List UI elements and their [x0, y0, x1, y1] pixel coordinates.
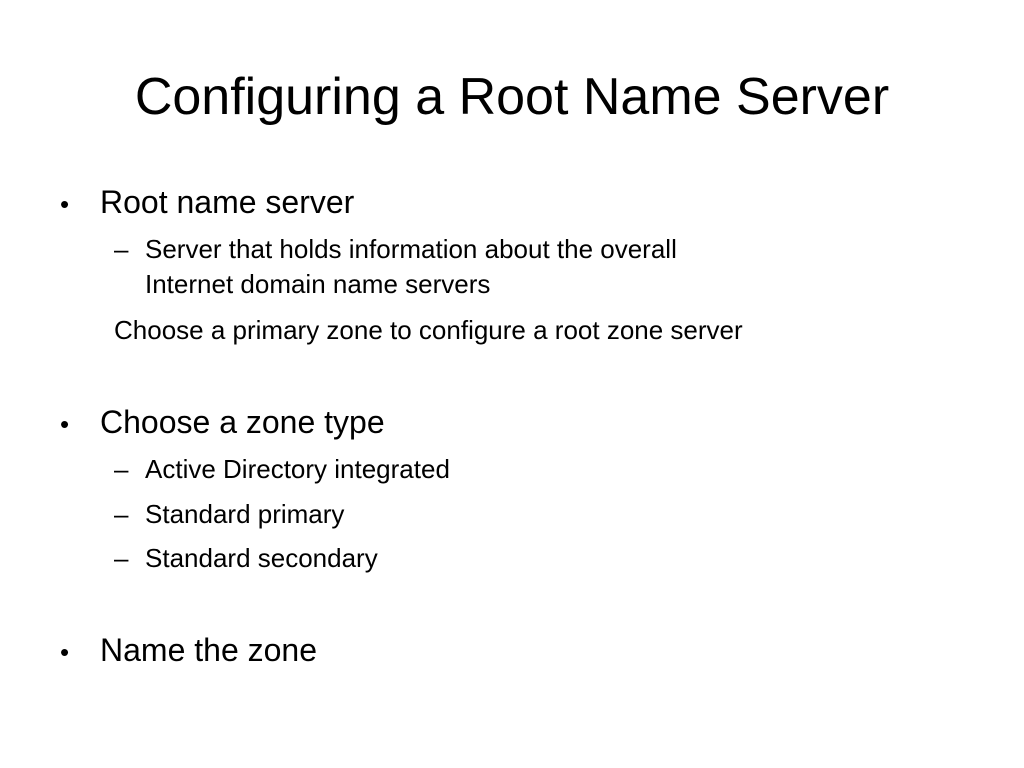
sub-item-standard-primary: –Standard primary: [114, 497, 344, 531]
sub-text: Server that holds information about the …: [145, 234, 677, 264]
bullet-name-the-zone: • Name the zone: [60, 630, 317, 672]
bullet-dot: •: [60, 189, 70, 219]
bullet-text: Name the zone: [100, 632, 318, 668]
sub-text: Standard primary: [145, 499, 345, 529]
sub-item-server-info: –Server that holds information about the…: [114, 232, 677, 266]
bullet-dot: •: [60, 637, 70, 667]
note-primary-zone: Choose a primary zone to configure a roo…: [114, 315, 743, 345]
sub-dash: –: [114, 454, 129, 484]
sub-text: Active Directory integrated: [145, 454, 450, 484]
bullet-root-name-server: • Root name server: [60, 182, 354, 224]
sub-item-server-info-continued: Internet domain name servers: [145, 269, 491, 299]
sub-item-standard-secondary: –Standard secondary: [114, 541, 378, 575]
slide-title: Configuring a Root Name Server: [134, 68, 890, 126]
sub-dash: –: [114, 499, 129, 529]
sub-dash: –: [114, 234, 129, 264]
bullet-text: Choose a zone type: [100, 404, 385, 440]
sub-text: Standard secondary: [145, 543, 378, 573]
sub-item-active-directory: –Active Directory integrated: [114, 452, 450, 486]
bullet-choose-zone-type: • Choose a zone type: [60, 402, 385, 444]
sub-dash: –: [114, 543, 129, 573]
bullet-text: Root name server: [100, 184, 355, 220]
bullet-dot: •: [60, 409, 70, 439]
